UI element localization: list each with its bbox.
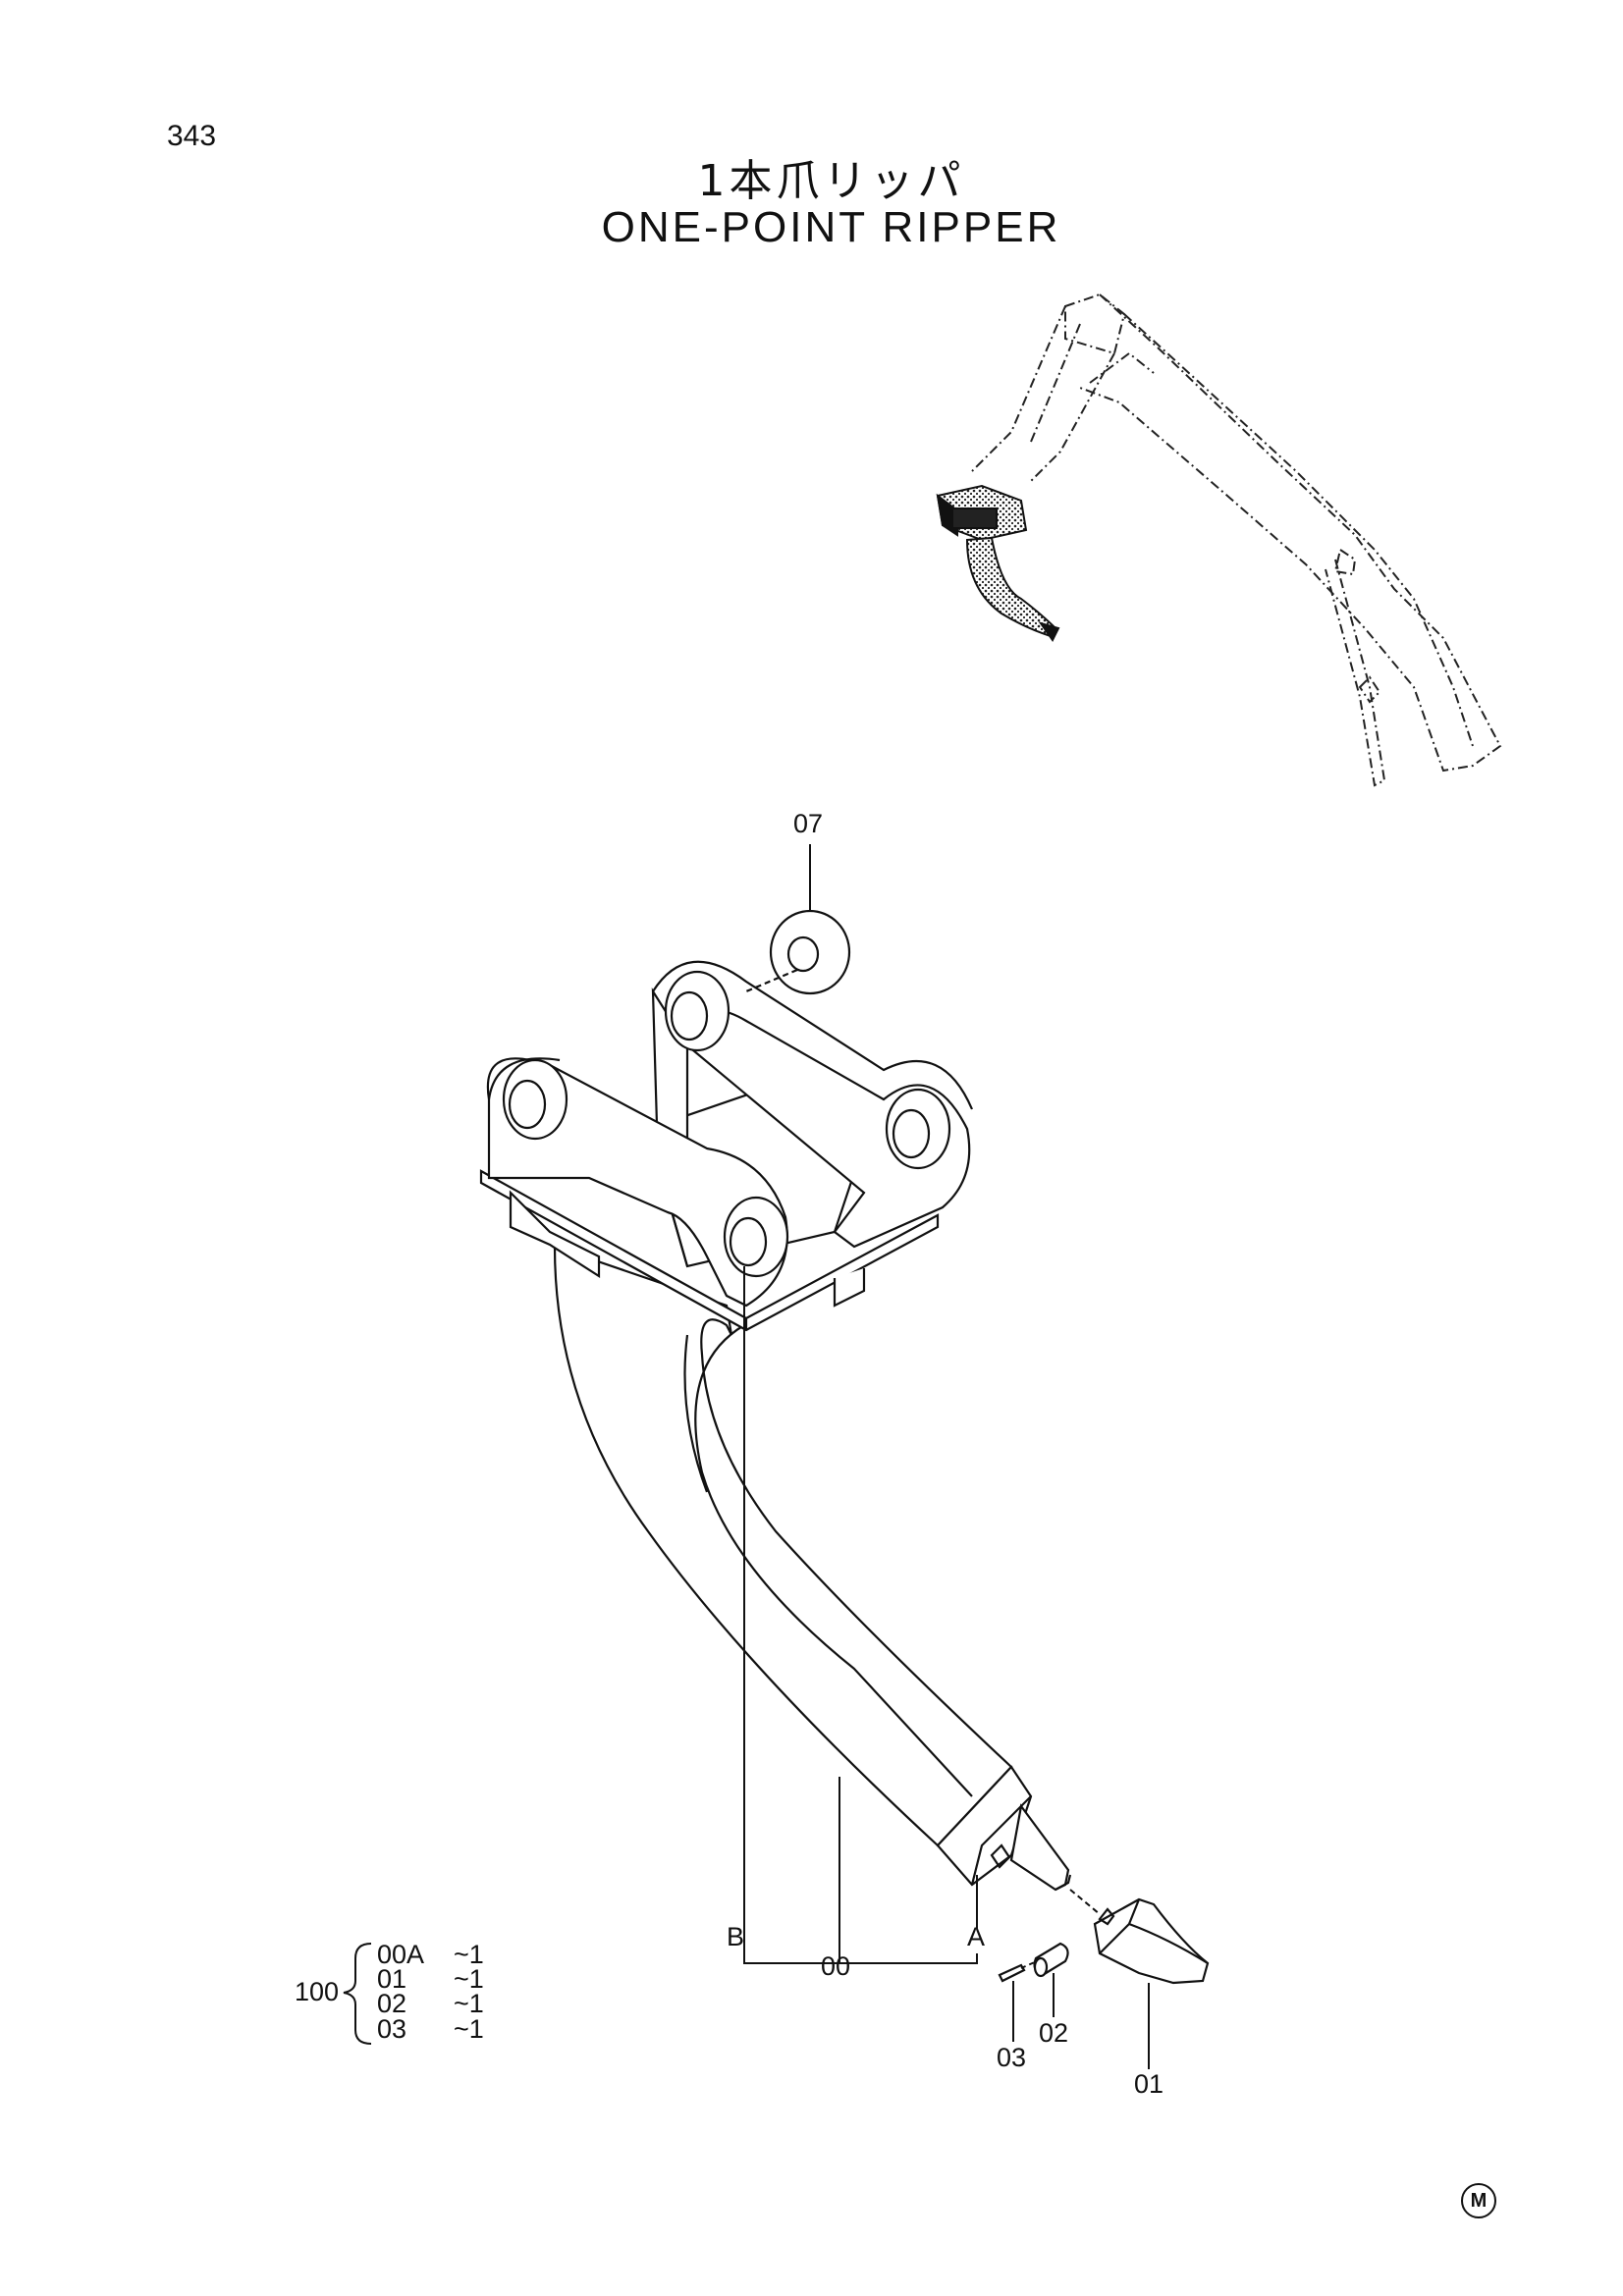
ripper-assembly — [479, 909, 1210, 1985]
assembly-range: ~1 — [454, 1940, 484, 1969]
tooth-point-01 — [1093, 1897, 1210, 1985]
assembly-part: 00A — [377, 1940, 424, 1969]
assembly-set-list: 100 00A ~1 01 ~1 02 ~1 03 ~1 — [295, 1940, 484, 2045]
page-number: 343 — [167, 120, 217, 152]
assembly-range: ~1 — [454, 1964, 484, 1994]
mounted-ripper-highlight — [936, 484, 1060, 642]
title-japanese: 1本爪リッパ — [697, 156, 965, 206]
callout-01: 01 — [1134, 2069, 1163, 2099]
callout-07: 07 — [793, 809, 823, 838]
assembly-part: 01 — [377, 1964, 406, 1994]
callout-A: A — [967, 1922, 985, 1951]
callout-03: 03 — [997, 2043, 1026, 2072]
leader-lines — [743, 844, 1150, 2069]
assembly-range: ~1 — [454, 1989, 484, 2018]
assembly-range: ~1 — [454, 2014, 484, 2044]
assembly-part: 03 — [377, 2014, 406, 2044]
ripper-tip — [1009, 1803, 1070, 1892]
m-mark: M — [1461, 2183, 1496, 2218]
excavator-arm-overview — [971, 293, 1502, 787]
callout-02: 02 — [1039, 2018, 1068, 2048]
callout-B: B — [727, 1922, 744, 1951]
assembly-brace — [343, 1943, 372, 2045]
assembly-number: 100 — [295, 1977, 339, 2006]
lock-03 — [998, 1963, 1026, 1983]
title-english: ONE-POINT RIPPER — [601, 203, 1061, 251]
ripper-shank — [553, 1245, 1013, 1847]
callout-00: 00 — [821, 1951, 850, 1981]
assembly-part: 02 — [377, 1989, 406, 2018]
